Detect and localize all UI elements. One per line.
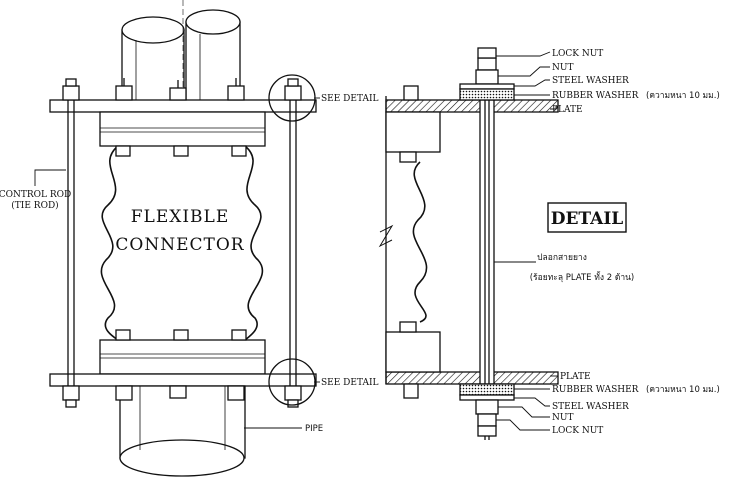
top-plate-label: PLATE [552, 105, 583, 115]
top-lock-nut-label: LOCK NUT [552, 49, 603, 59]
bottom-nut-label: NUT [552, 413, 573, 423]
detail-bellows [412, 161, 428, 323]
tie-rod-label: (TIE ROD) [11, 200, 58, 211]
bottom-flange [49, 339, 317, 387]
detail-bottom-flange-body [385, 331, 441, 373]
top-rubber-washer-label: RUBBER WASHER [552, 91, 639, 101]
bolts [62, 78, 302, 408]
tie-rod-sleeve [479, 99, 495, 385]
bottom-nut [475, 399, 499, 415]
top-rubber-washer-note: (ความหนา 10 มม.) [646, 91, 720, 101]
top-nut [475, 69, 499, 85]
bottom-lock-nut-label: LOCK NUT [552, 426, 603, 436]
bottom-steel-washer-label: STEEL WASHER [552, 402, 629, 412]
connector-label-line2: CONNECTOR [115, 235, 244, 255]
top-leaders [496, 51, 557, 110]
detail-top-flange-body [385, 111, 441, 153]
connector-label-line1: FLEXIBLE [131, 207, 230, 227]
top-steel-washer [459, 83, 515, 90]
top-nut-label: NUT [552, 63, 573, 73]
top-rubber-washer [459, 88, 515, 101]
control-rod-label: CONTROL ROD [0, 190, 71, 200]
bottom-plate [385, 371, 559, 385]
sleeve-label-line2: (ร้อยทะลุ PLATE ทั้ง 2 ด้าน) [530, 271, 635, 283]
break-mark [378, 224, 394, 248]
left-elevation-view [34, 0, 320, 477]
sleeve-label-line1: ปลอกสายยาง [537, 253, 587, 263]
control-rod-leader [34, 169, 66, 186]
detail-view [378, 47, 627, 440]
bottom-steel-washer [459, 394, 515, 401]
pipe-label: PIPE [305, 424, 323, 434]
bottom-rubber-washer-note: (ความหนา 10 มม.) [646, 385, 720, 395]
bottom-lock-nut [477, 413, 497, 427]
see-detail-bottom-label: SEE DETAIL [321, 378, 379, 388]
top-steel-washer-label: STEEL WASHER [552, 76, 629, 86]
top-lock-nut [477, 57, 497, 71]
bellows [100, 145, 264, 341]
top-plate [385, 99, 559, 113]
bottom-plate-label: PLATE [560, 372, 591, 382]
detail-title: DETAIL [551, 209, 624, 229]
bottom-rubber-washer [459, 383, 515, 396]
see-detail-top-label: SEE DETAIL [321, 94, 379, 104]
bottom-rubber-washer-label: RUBBER WASHER [552, 385, 639, 395]
detail-title-box [547, 202, 627, 233]
control-rods [67, 86, 297, 400]
top-flange [49, 99, 317, 147]
bottom-pipe [119, 385, 246, 477]
bottom-leaders [496, 375, 558, 431]
